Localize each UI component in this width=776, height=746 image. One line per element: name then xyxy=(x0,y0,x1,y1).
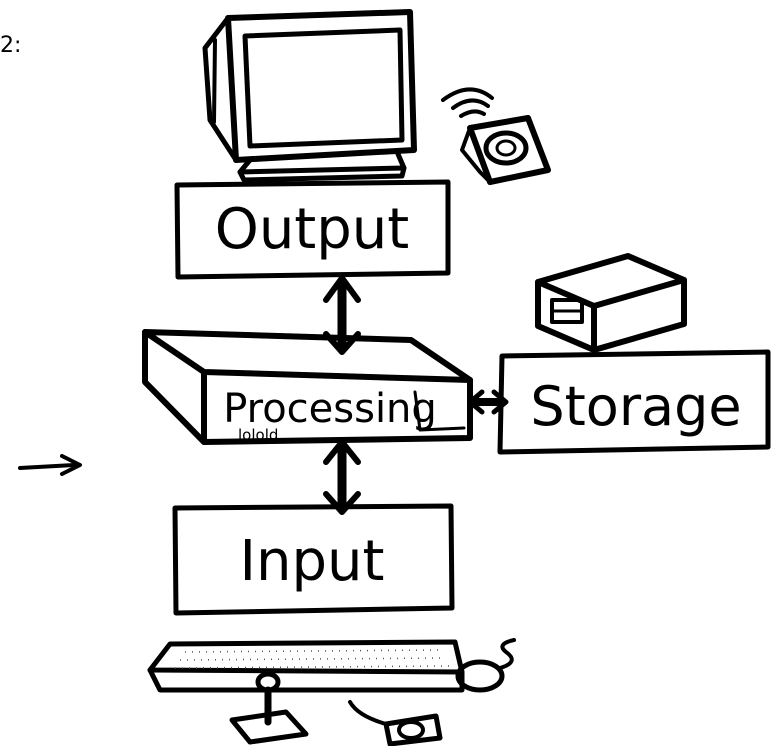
output-label: Output xyxy=(215,197,410,262)
output-box: Output xyxy=(174,179,451,280)
arrow-processing-storage xyxy=(467,389,509,415)
disk-drive-icon xyxy=(535,253,687,353)
case-mark: lolold xyxy=(238,426,278,444)
input-label: Input xyxy=(239,529,384,594)
processing-label: Processing xyxy=(223,386,437,432)
trackball-icon xyxy=(348,700,443,746)
storage-label: Storage xyxy=(530,375,741,438)
joystick-icon xyxy=(229,671,309,745)
input-box: Input xyxy=(172,503,455,616)
processing-box: Processing lolold xyxy=(142,329,473,445)
pointer-arrow xyxy=(18,454,82,476)
speaker-icon xyxy=(441,87,551,185)
storage-box: Storage xyxy=(497,349,771,455)
monitor-icon xyxy=(202,9,417,183)
mouse-icon xyxy=(455,638,516,693)
arrow-processing-input xyxy=(323,439,361,515)
corner-text: 2: xyxy=(0,33,21,58)
keyboard-icon xyxy=(147,639,465,693)
